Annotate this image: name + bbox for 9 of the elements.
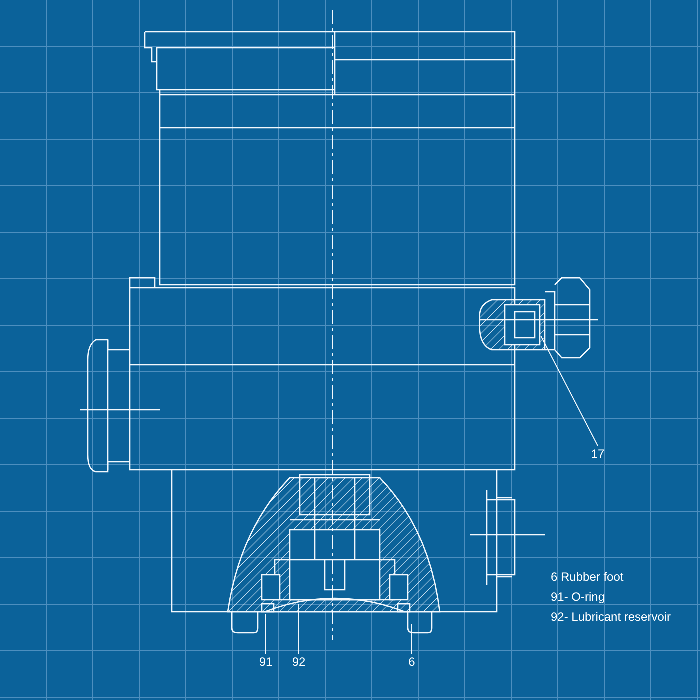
legend-note: 6 Rubber foot: [551, 569, 624, 585]
leader-line: [298, 604, 300, 654]
callout-number: 6: [403, 654, 421, 670]
callout-number: 92: [287, 654, 311, 670]
callout-number: 17: [585, 446, 611, 462]
legend-note: 92- Lubricant reservoir: [551, 609, 672, 625]
legend-note: 91- O-ring: [551, 589, 606, 605]
leader-line: [540, 336, 598, 446]
callout-number: 91: [254, 654, 278, 670]
